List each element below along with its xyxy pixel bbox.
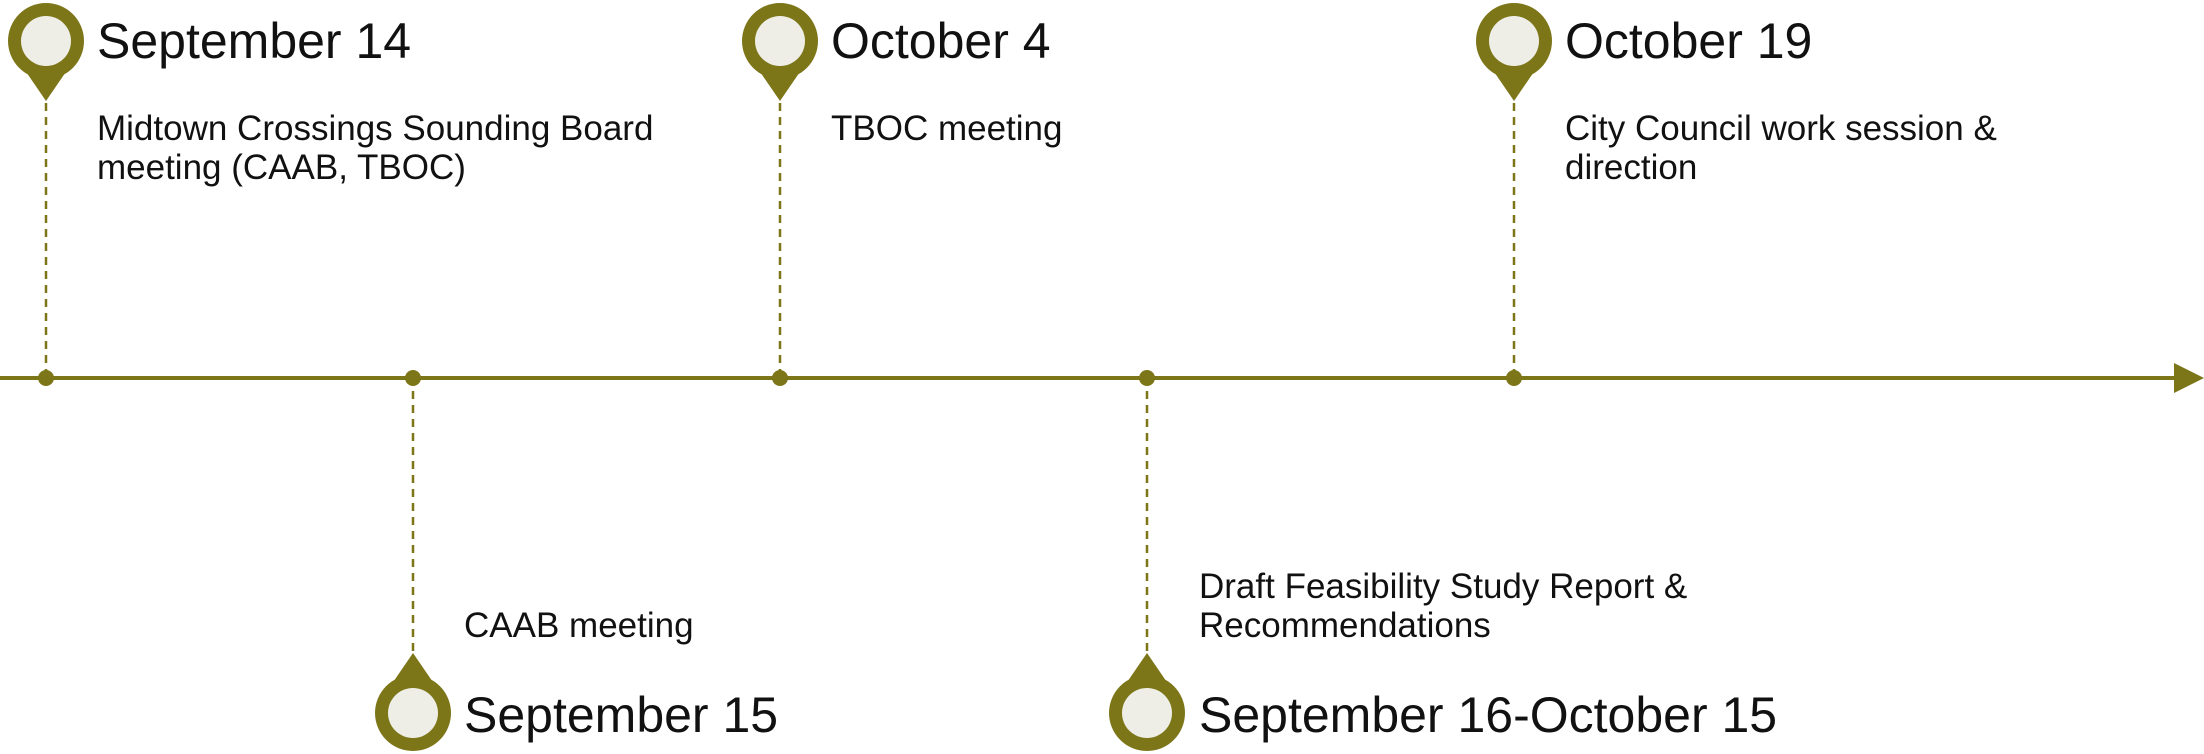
axis-dot [38,370,54,386]
milestone-date: September 16-October 15 [1199,687,1778,743]
pin-center [388,688,438,738]
milestone-date: September 15 [464,687,779,743]
milestone-description: CAAB meeting [464,606,694,645]
pin-center [1122,688,1172,738]
milestone-date: October 19 [1565,13,1813,69]
axis-dot [1139,370,1155,386]
axis-dot [772,370,788,386]
milestone-date: October 4 [831,13,1051,69]
milestone-description: Draft Feasibility Study Report & Recomme… [1199,567,1688,645]
axis-dot [405,370,421,386]
milestone-description: Midtown Crossings Sounding Board meeting… [97,109,654,187]
pin-center [21,16,71,66]
pin-center [1489,16,1539,66]
milestone-description: City Council work session & direction [1565,109,1997,187]
axis-dot [1506,370,1522,386]
pin-center [755,16,805,66]
timeline-arrowhead [2174,363,2204,393]
milestone-date: September 14 [97,13,412,69]
milestone-description: TBOC meeting [831,109,1063,148]
